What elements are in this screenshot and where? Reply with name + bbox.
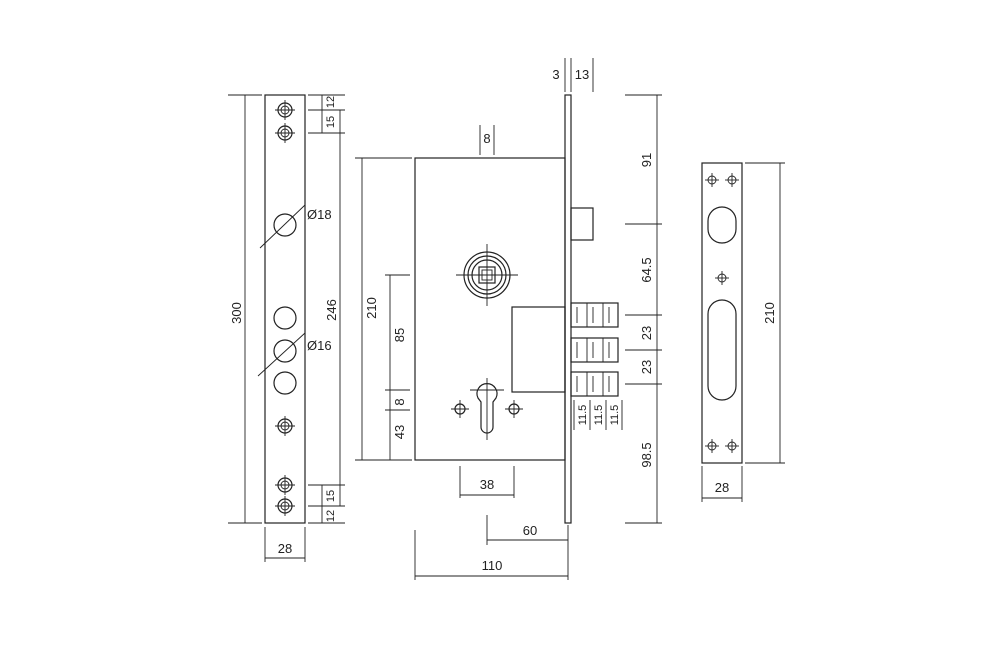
dim-bottom: 98.5 xyxy=(639,442,654,467)
dim-cylinder-offset-43: 43 xyxy=(392,425,407,439)
dim-bolt-pitch-2: 23 xyxy=(639,360,654,374)
faceplate-bolt-hole-2 xyxy=(273,339,297,363)
hole-label-o18: Ø18 xyxy=(307,207,332,222)
lock-body-view: 8 210 85 8 43 38 60 110 3 13 xyxy=(355,58,619,580)
strike-latch-opening xyxy=(707,206,737,244)
dim-body-height: 210 xyxy=(364,297,379,319)
dim-strike-width: 28 xyxy=(715,480,729,495)
dim-backset: 60 xyxy=(523,523,537,538)
strike-screw-top-right xyxy=(725,173,739,187)
strike-screw-top-left xyxy=(705,173,719,187)
spindle-hub xyxy=(456,244,518,306)
faceplate-bolt-hole-3 xyxy=(273,371,297,395)
dim-top-15: 15 xyxy=(325,116,337,128)
faceplate-screw-top-1 xyxy=(275,100,295,120)
strike-plate-view: 210 28 xyxy=(701,162,785,502)
strike-screw-bottom-left xyxy=(705,439,719,453)
deadbolt-1 xyxy=(570,302,619,328)
dim-cylinder-offset-8: 8 xyxy=(392,398,407,405)
dim-latch-projection: 13 xyxy=(575,67,589,82)
dim-latch-to-bolts: 64.5 xyxy=(639,257,654,282)
lock-front-plate xyxy=(564,94,572,524)
deadbolt-3 xyxy=(570,371,619,397)
dim-faceplate-height: 300 xyxy=(229,302,244,324)
leader-line-o16 xyxy=(257,332,306,377)
lock-case-outline xyxy=(414,157,566,461)
faceplate-screw-bottom-2 xyxy=(275,496,295,516)
deadbolt-2 xyxy=(570,337,619,363)
faceplate-screw-middle xyxy=(275,416,295,436)
dim-hole-pitch: 246 xyxy=(324,299,339,321)
dim-top-to-latch: 91 xyxy=(639,153,654,167)
cylinder-screw-right xyxy=(505,400,523,418)
faceplate-latch-hole xyxy=(273,213,297,237)
dim-plate-thickness: 3 xyxy=(552,67,559,82)
dim-faceplate-width: 28 xyxy=(278,541,292,556)
dim-top-12: 12 xyxy=(325,96,337,108)
bolt-dimensions: 91 64.5 23 23 98.5 11.5 11.5 11.5 xyxy=(573,94,662,524)
faceplate-view: Ø18 Ø16 300 246 12 15 15 12 28 xyxy=(228,94,345,562)
dim-bolt-pitch-1: 23 xyxy=(639,326,654,340)
bolt-carrier xyxy=(511,306,566,393)
dim-spindle-size: 8 xyxy=(483,131,490,146)
dim-bolt-size-3: 11.5 xyxy=(609,405,621,426)
cylinder-hole xyxy=(476,383,498,434)
dim-case-depth: 110 xyxy=(482,558,503,573)
faceplate-bolt-hole-1 xyxy=(273,306,297,330)
faceplate-screw-bottom-1 xyxy=(275,475,295,495)
hole-label-o16: Ø16 xyxy=(307,338,332,353)
dim-bottom-12: 12 xyxy=(325,510,337,522)
dim-bottom-15: 15 xyxy=(325,490,337,502)
strike-screw-bottom-right xyxy=(725,439,739,453)
dim-spindle-to-cylinder: 85 xyxy=(392,328,407,342)
dim-bolt-size-1: 11.5 xyxy=(577,405,589,426)
strike-plate-outline xyxy=(701,162,743,464)
faceplate-outline xyxy=(264,94,306,524)
faceplate-screw-top-2 xyxy=(275,123,295,143)
dim-screw-spacing: 38 xyxy=(480,477,494,492)
cylinder-screw-left xyxy=(451,400,469,418)
leader-line-o18 xyxy=(259,204,306,249)
dim-bolt-size-2: 11.5 xyxy=(593,405,605,426)
strike-bolt-opening xyxy=(707,299,737,401)
dim-strike-height: 210 xyxy=(762,302,777,324)
strike-screw-middle xyxy=(715,271,729,285)
latch-bolt xyxy=(570,207,594,241)
